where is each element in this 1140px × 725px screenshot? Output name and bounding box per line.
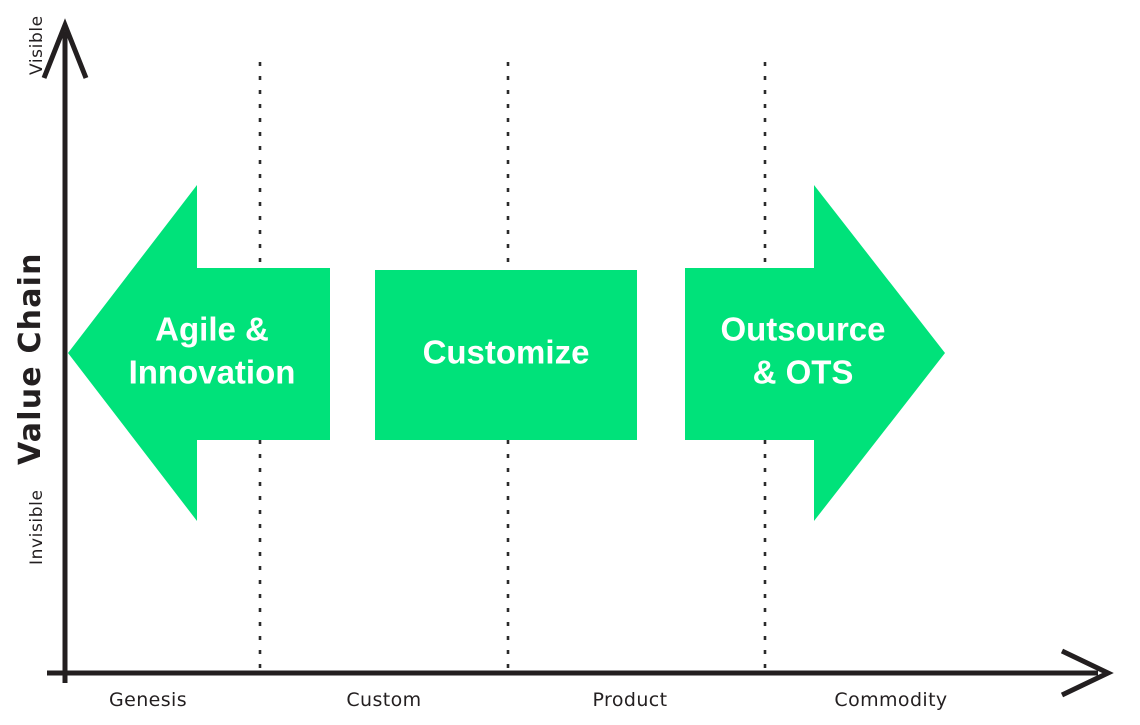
x-axis [63,648,1114,698]
x-axis-arrowhead-icon [1060,648,1114,698]
stage-outsource-ots[interactable]: Outsource & OTS [685,185,945,521]
x-axis-tick-product: Product [593,689,668,711]
x-axis-tick-commodity: Commodity [834,689,947,711]
stage-label-line2: & OTS [753,354,854,391]
arrow-left-shape[interactable] [68,185,330,521]
stage-agile-innovation[interactable]: Agile & Innovation [68,185,330,521]
arrow-right-shape[interactable] [685,185,945,521]
evolution-dividers [258,62,767,668]
stage-label-line1: Customize [423,334,590,371]
rectangle-shape[interactable] [375,270,637,440]
stage-customize[interactable]: Customize [375,270,637,440]
y-axis-top-label: Visible [27,15,47,75]
y-axis [41,18,89,683]
stage-label-line1: Outsource [720,311,885,348]
y-axis-bottom-label: Invisible [27,489,47,565]
y-axis-arrowhead-icon [41,18,89,79]
stage-label-line1: Agile & [155,311,269,348]
x-axis-tick-custom: Custom [346,689,421,711]
stage-label-line2: Innovation [129,354,296,391]
x-axis-tick-labels: Genesis Custom Product Commodity [109,689,947,711]
y-axis-title: Value Chain [13,252,48,465]
x-axis-tick-genesis: Genesis [109,689,187,711]
